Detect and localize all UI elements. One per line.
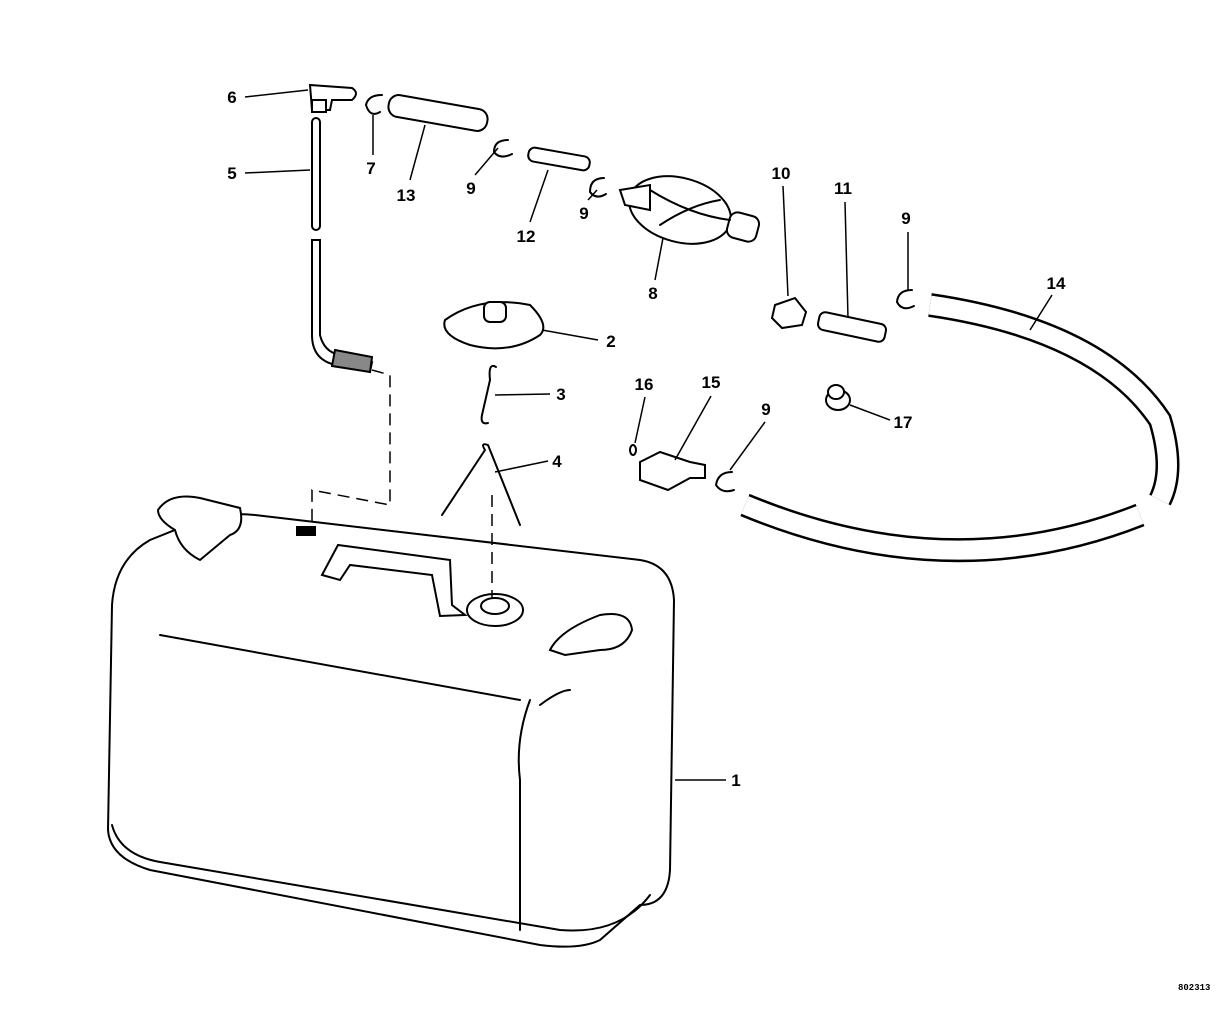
wire-hook (480, 364, 497, 425)
callout-number: 11 (834, 179, 852, 198)
elbow-fitting (308, 83, 357, 113)
callout-number: 9 (901, 209, 910, 228)
clip (589, 177, 607, 198)
clip (715, 471, 735, 493)
fuel-hose (740, 293, 1180, 563)
connector (527, 146, 591, 172)
nut (770, 296, 808, 330)
connector-fitting (639, 450, 706, 492)
callout-number: 14 (1047, 274, 1066, 293)
callout-number: 9 (761, 400, 770, 419)
pickup-tube (311, 117, 374, 374)
clip (896, 289, 915, 310)
drawing-code: 802313 (1178, 983, 1210, 993)
clip (493, 139, 513, 158)
callout-number: 13 (397, 186, 416, 205)
callout-number: 12 (517, 227, 536, 246)
callout-number: 15 (702, 373, 721, 392)
callout-number: 4 (552, 452, 562, 471)
dashed-guide-line (311, 369, 391, 525)
callout-labels: 6 5 7 13 9 12 9 8 10 11 9 14 2 3 4 16 15 9 17 1 (227, 88, 1066, 790)
primer-bulb (618, 175, 761, 245)
callout-number: 17 (894, 413, 913, 432)
clip (365, 94, 383, 115)
callout-number: 6 (227, 88, 236, 107)
wire-retainer (441, 443, 521, 526)
callout-number: 10 (772, 164, 791, 183)
callout-number: 9 (466, 179, 475, 198)
leader-lines (244, 89, 1053, 781)
callout-number: 8 (648, 284, 657, 303)
callout-number: 16 (635, 375, 654, 394)
callout-number: 7 (366, 159, 375, 178)
callout-number: 3 (556, 385, 565, 404)
callout-number: 1 (731, 771, 740, 790)
callout-number: 5 (227, 164, 236, 183)
callout-number: 2 (606, 332, 615, 351)
hose-clamp (825, 384, 851, 411)
callout-number: 9 (579, 204, 588, 223)
short-hose (387, 94, 489, 132)
o-ring (629, 444, 637, 456)
filler-cap (443, 301, 545, 350)
fuel-tank (106, 495, 676, 948)
check-valve (816, 311, 888, 343)
